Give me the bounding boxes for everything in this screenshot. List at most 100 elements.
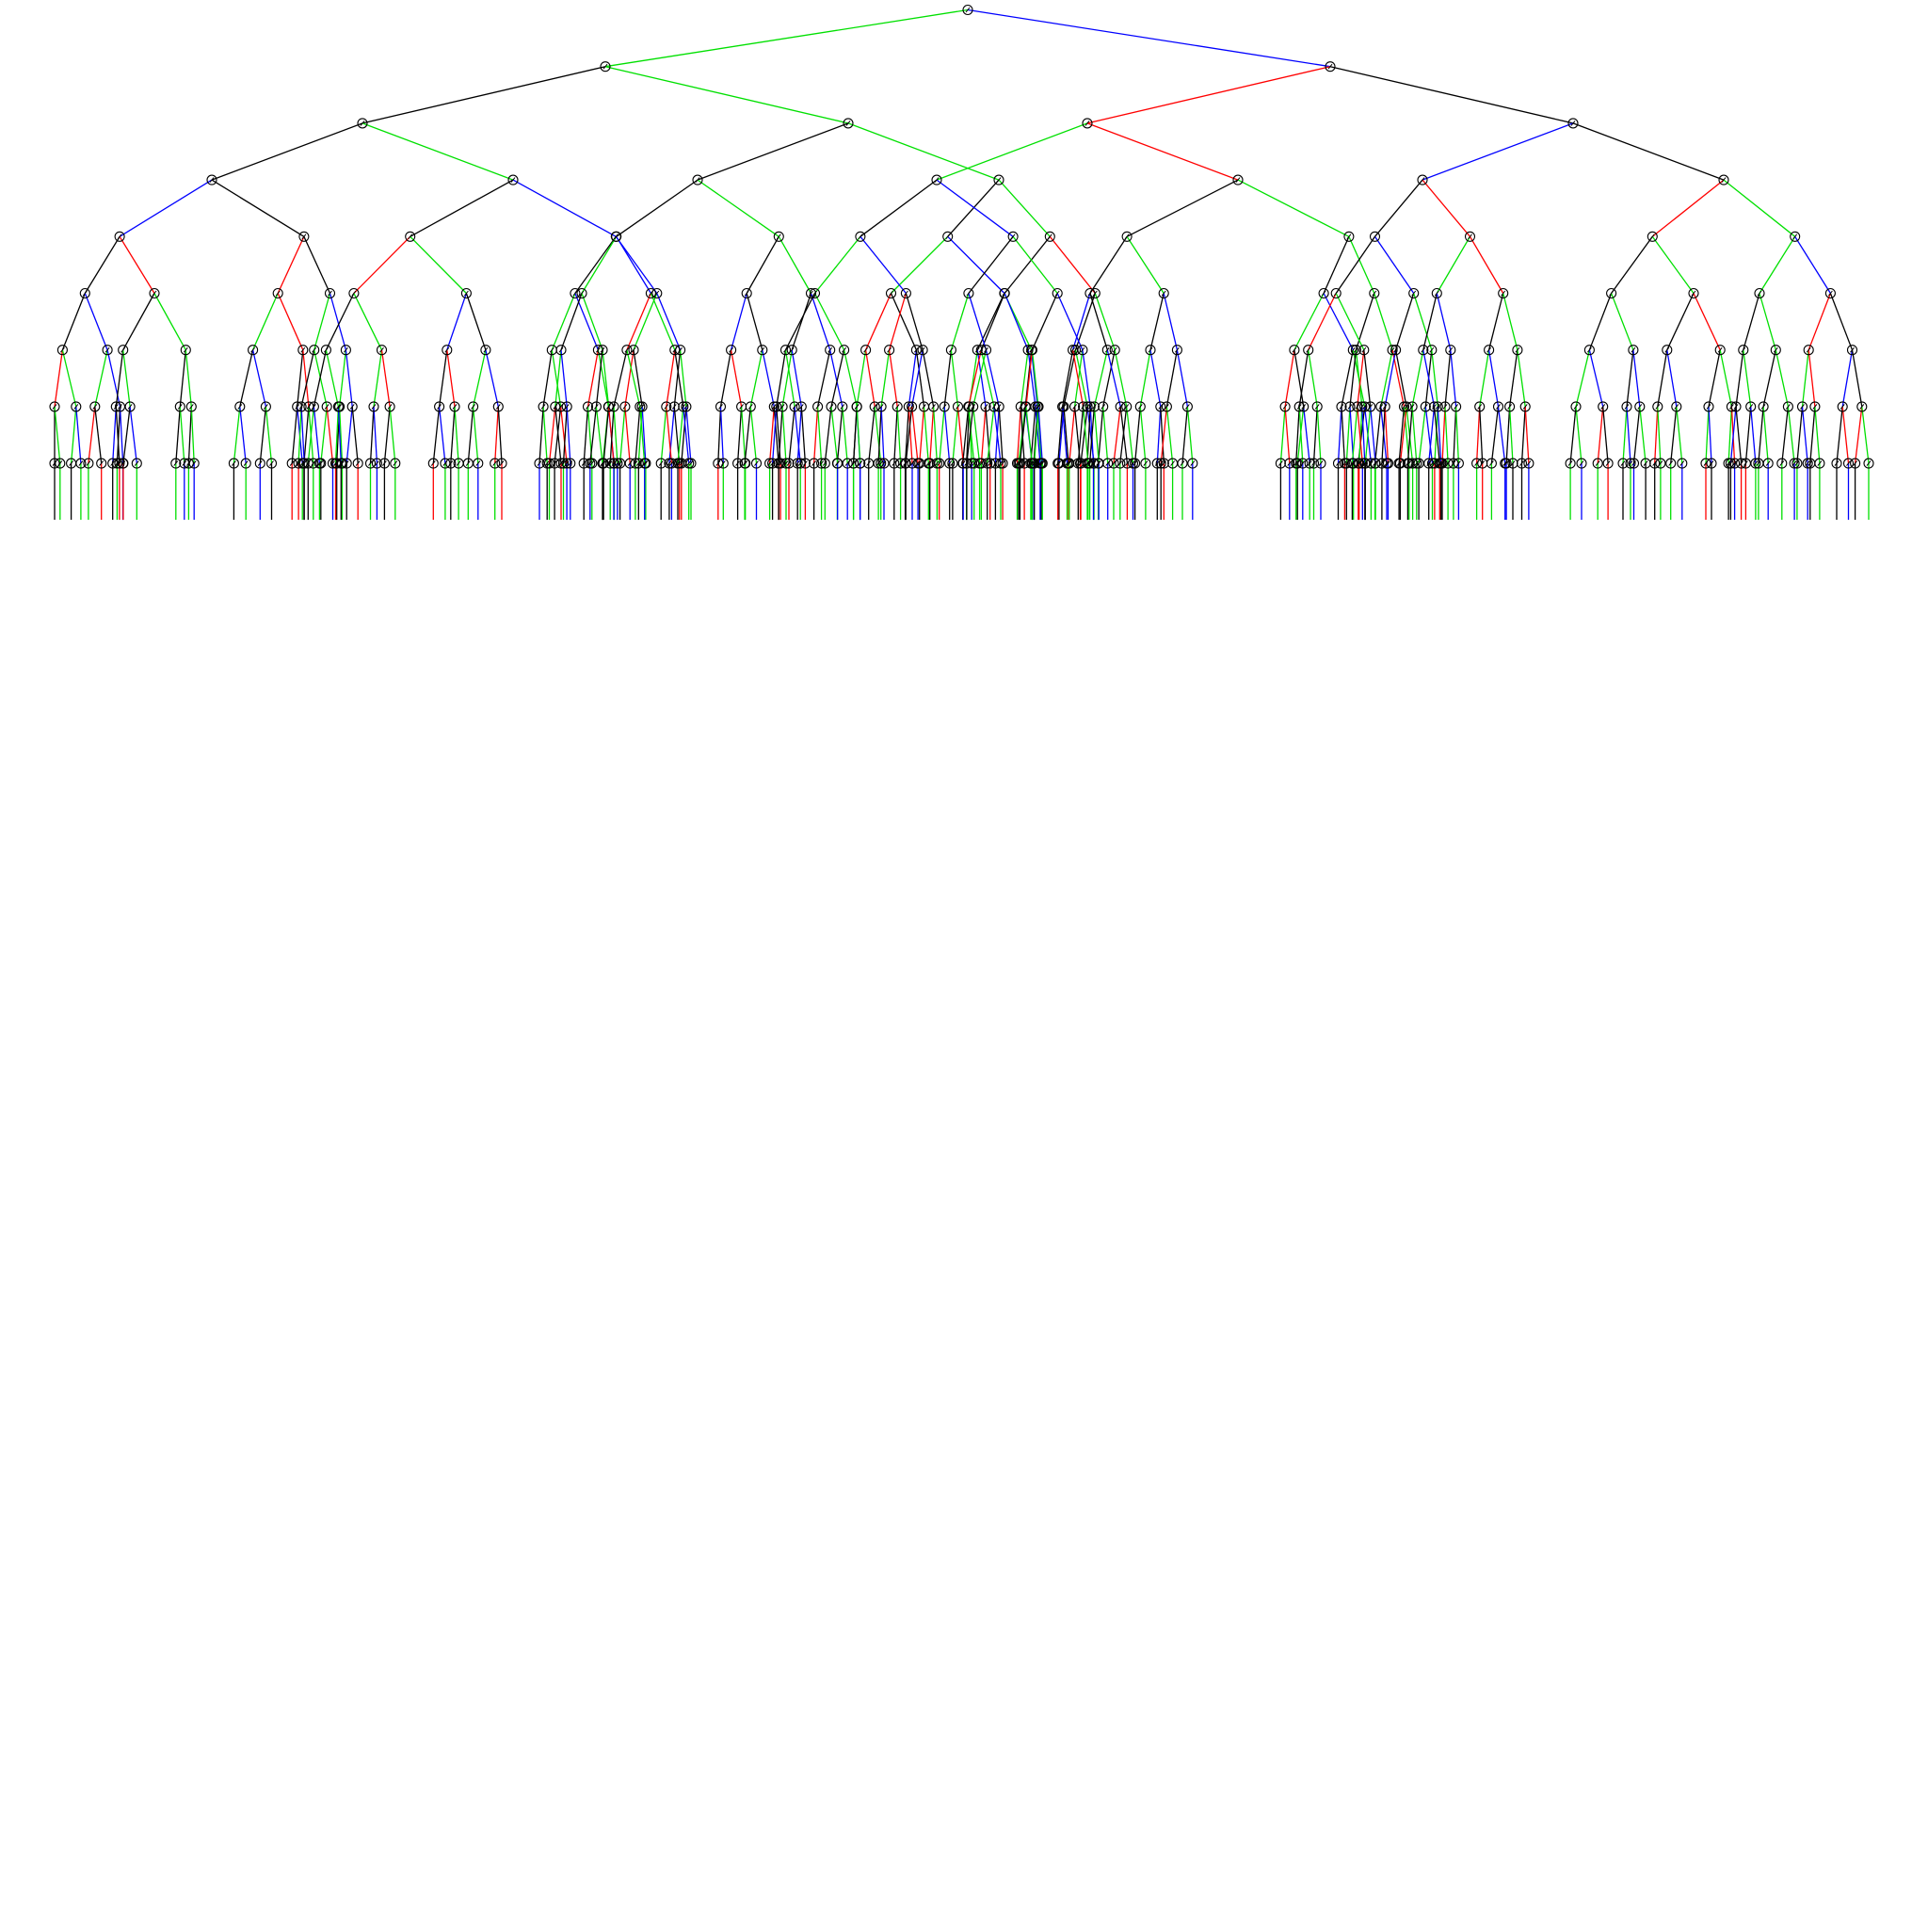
tree-node xyxy=(783,458,795,469)
tree-edge xyxy=(936,122,1088,181)
tree-edge xyxy=(1063,406,1069,464)
tree-edge xyxy=(362,66,606,124)
tree-edge xyxy=(383,406,391,464)
tree-edge xyxy=(211,179,305,237)
tree-node xyxy=(368,401,379,412)
tree-edge xyxy=(736,406,743,464)
tree-edge xyxy=(776,406,781,464)
tree-node xyxy=(1516,458,1528,469)
tree-edge xyxy=(1012,235,1058,294)
tree-edge xyxy=(674,349,684,407)
tree-node xyxy=(1379,401,1390,412)
tree-edge xyxy=(291,406,298,464)
tree-node xyxy=(1036,458,1048,469)
tree-edge xyxy=(94,349,108,408)
tree-edge xyxy=(548,406,556,464)
tree-node xyxy=(1370,458,1381,469)
tree-edge xyxy=(559,406,568,464)
tree-edge xyxy=(472,349,487,408)
tree-node xyxy=(1423,458,1435,469)
tree-edge xyxy=(796,406,802,464)
tree-edge xyxy=(1851,349,1863,408)
tree-edge xyxy=(637,406,643,464)
tree-node xyxy=(1523,458,1534,469)
tree-node xyxy=(900,287,911,299)
tree-node xyxy=(907,401,918,412)
tree-node xyxy=(309,345,320,356)
tree-edge xyxy=(1357,406,1363,464)
tree-edge xyxy=(813,235,861,294)
tree-edge xyxy=(910,349,924,408)
tree-edge xyxy=(856,406,861,464)
tree-edge xyxy=(1657,349,1668,408)
tree-node xyxy=(1311,401,1323,412)
tree-node xyxy=(832,458,844,469)
tree-edge xyxy=(910,406,919,464)
tree-edge xyxy=(1428,406,1436,464)
tree-edge xyxy=(1149,349,1162,408)
tree-node xyxy=(809,458,820,469)
tree-node xyxy=(170,458,182,469)
tree-edge xyxy=(112,406,117,464)
tree-node xyxy=(855,458,866,469)
tree-node xyxy=(767,458,779,469)
tree-node xyxy=(1863,458,1874,469)
tree-edge xyxy=(353,293,383,350)
tree-edge xyxy=(1794,235,1831,294)
tree-node xyxy=(1336,401,1347,412)
tree-node xyxy=(1791,458,1803,469)
tree-edge xyxy=(856,349,867,408)
tree-node xyxy=(715,401,727,412)
tree-edge xyxy=(626,349,641,408)
tree-edge xyxy=(1394,293,1415,350)
tree-edge xyxy=(781,406,787,464)
tree-edge xyxy=(1077,406,1084,464)
tree-edge xyxy=(1020,349,1029,407)
tree-node xyxy=(1369,231,1381,242)
tree-edge xyxy=(1097,406,1104,464)
tree-edge xyxy=(976,293,1005,350)
tree-edge xyxy=(1475,406,1481,464)
tree-node xyxy=(83,458,94,469)
tree-edge xyxy=(116,406,121,464)
tree-node xyxy=(1789,458,1800,469)
tree-edge xyxy=(681,406,687,464)
tree-node xyxy=(376,345,388,356)
tree-edge xyxy=(307,406,315,464)
tree-node xyxy=(240,458,251,469)
tree-edge xyxy=(190,406,195,464)
tree-edge xyxy=(554,349,562,407)
tree-node xyxy=(683,458,695,469)
tree-edge xyxy=(813,293,845,350)
tree-edge xyxy=(1341,406,1346,464)
tree-edge xyxy=(389,406,396,464)
tree-edge xyxy=(1176,349,1189,408)
tree-edge xyxy=(1080,406,1088,464)
tree-node xyxy=(427,458,439,469)
tree-node xyxy=(1325,61,1336,72)
tree-node xyxy=(1809,401,1821,412)
tree-node xyxy=(480,345,491,356)
tree-edge xyxy=(1508,406,1514,464)
tree-edge xyxy=(380,349,391,407)
tree-edge xyxy=(1063,349,1077,408)
tree-node xyxy=(1408,287,1420,299)
tree-edge xyxy=(1517,349,1526,407)
tree-edge xyxy=(641,406,647,464)
tree-node xyxy=(335,458,346,469)
tree-edge xyxy=(1106,349,1121,408)
tree-node xyxy=(1158,287,1169,299)
tree-edge xyxy=(560,293,583,350)
tree-edge xyxy=(1693,293,1721,350)
tree-node xyxy=(1145,345,1156,356)
tree-edge xyxy=(1762,349,1776,408)
tree-node xyxy=(1014,458,1025,469)
tree-node xyxy=(118,345,129,356)
tree-edge xyxy=(616,179,699,237)
tree-edge xyxy=(115,349,124,407)
tree-edge xyxy=(936,179,1014,237)
tree-edge xyxy=(351,406,359,464)
tree-edge xyxy=(1126,179,1239,237)
tree-edge xyxy=(810,293,831,350)
tree-edge xyxy=(860,179,938,237)
